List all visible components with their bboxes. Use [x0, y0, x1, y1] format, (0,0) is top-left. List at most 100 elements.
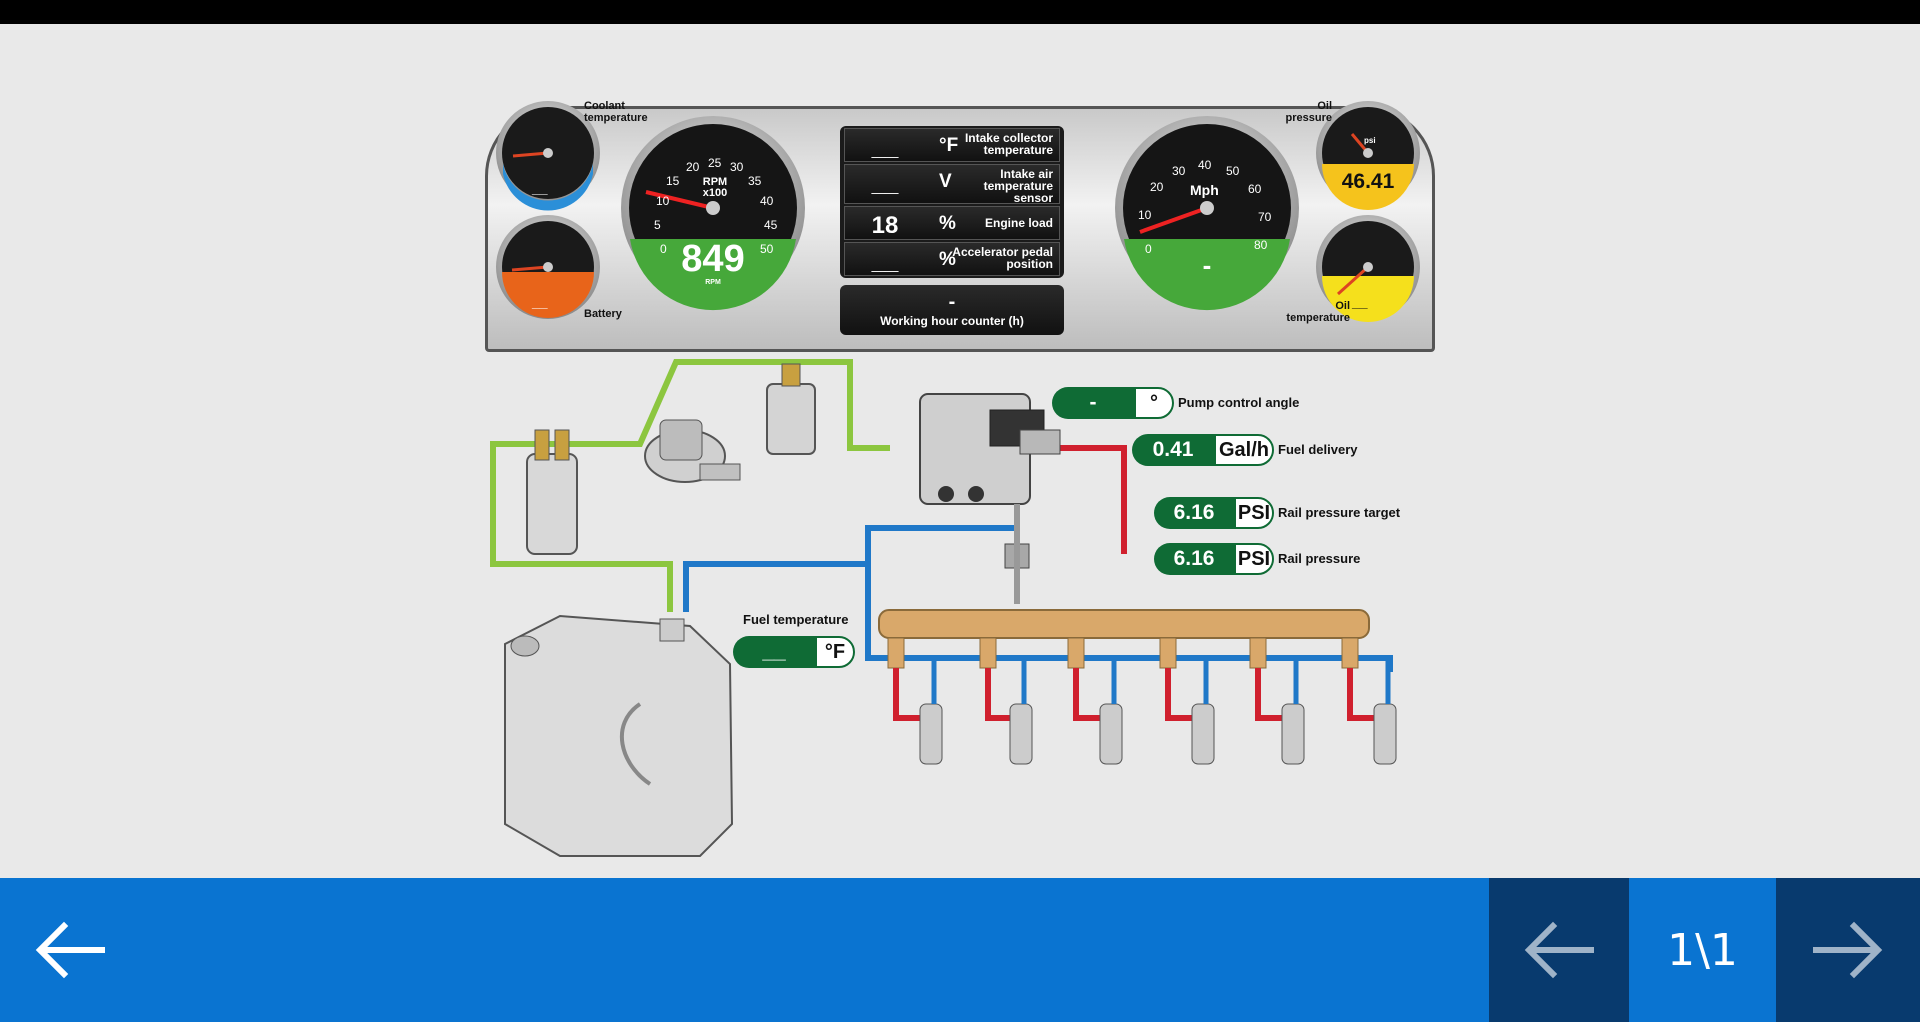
panel-unit: °F — [939, 135, 959, 156]
panel-row-accelerator-pedal: __ % Accelerator pedal position — [844, 242, 1060, 276]
speed-tick: 80 — [1254, 238, 1268, 252]
speed-gauge-label: Mph — [1190, 182, 1219, 198]
rpm-gauge-label: RPM x100 — [702, 176, 728, 199]
common-rail — [878, 609, 1370, 639]
high-pressure-line — [1060, 445, 1127, 554]
high-pressure-pump — [919, 393, 1061, 505]
oil-pressure-gauge — [1316, 101, 1420, 210]
injector — [979, 637, 1033, 765]
injector — [1067, 637, 1123, 765]
readout-value: 6.16 — [1154, 497, 1234, 529]
speed-tick: 10 — [1138, 208, 1152, 222]
speed-value: - — [1202, 250, 1212, 280]
oil-pressure-unit: psi — [1364, 136, 1376, 145]
rpm-unit: RPM — [705, 279, 721, 286]
injector — [1341, 637, 1397, 765]
oil-temperature-label: Oil temperature — [1286, 300, 1350, 324]
rpm-tick: 40 — [760, 194, 774, 208]
previous-page-button[interactable] — [1489, 878, 1629, 1022]
readout-unit: Gal/h — [1214, 434, 1274, 466]
working-hour-counter: - Working hour counter (h) — [840, 285, 1064, 335]
arrow-left-icon — [1524, 921, 1594, 979]
panel-value: __ — [871, 248, 899, 275]
rpm-tick: 35 — [748, 174, 762, 188]
low-pressure-line — [490, 441, 673, 612]
arrow-left-icon — [35, 921, 105, 979]
arrow-right-icon — [1813, 921, 1883, 979]
battery-gauge — [496, 215, 600, 319]
counter-label: Working hour counter (h) — [880, 314, 1024, 328]
panel-label: Intake air temperature sensor — [983, 167, 1053, 205]
readout-unit: PSI — [1234, 497, 1274, 529]
speed-tick: 20 — [1150, 180, 1164, 194]
coolant-label: Coolant temperature — [584, 100, 648, 124]
speed-gauge — [1115, 116, 1299, 311]
speed-tick: 50 — [1226, 164, 1240, 178]
coolant-gauge — [496, 101, 600, 211]
readout-label: Rail pressure — [1278, 551, 1361, 566]
injector — [1249, 637, 1305, 765]
panel-label: Engine load — [984, 216, 1053, 230]
readout-value: 6.16 — [1154, 543, 1234, 575]
fuel-system-diagram — [490, 359, 1397, 857]
return-branches — [931, 658, 1391, 704]
rpm-tick: 45 — [764, 218, 778, 232]
speed-tick: 60 — [1248, 182, 1262, 196]
rpm-tick: 15 — [666, 174, 680, 188]
rpm-tick: 50 — [760, 242, 774, 256]
oil-temperature-gauge — [1316, 215, 1420, 322]
readout-label: Fuel temperature — [743, 612, 849, 627]
rpm-tick: 20 — [686, 160, 700, 174]
gauges-layer — [496, 101, 1420, 322]
speed-tick: 30 — [1172, 164, 1186, 178]
return-line — [683, 525, 1020, 612]
panel-value: __ — [871, 134, 899, 161]
low-pressure-line — [544, 359, 890, 451]
panel-label: Intake collector temperature — [964, 131, 1053, 157]
panel-unit: V — [939, 171, 952, 192]
panel-value: 18 — [871, 212, 899, 239]
center-display-panel: __ °F Intake collector temperature __ V … — [840, 126, 1064, 278]
secondary-filter — [766, 363, 816, 455]
fuel-filter — [526, 429, 578, 555]
fuel-tank — [504, 614, 734, 857]
next-page-button[interactable] — [1776, 878, 1920, 1022]
readout-label: Pump control angle — [1178, 395, 1300, 410]
rpm-tick: 10 — [656, 194, 670, 208]
readout-value: - — [1052, 387, 1134, 419]
oil-pressure-value: 46.41 — [1341, 170, 1395, 193]
speed-tick: 0 — [1145, 242, 1152, 256]
readout-value: 0.41 — [1132, 434, 1214, 466]
readout-unit: PSI — [1234, 543, 1274, 575]
oil-temperature-value: __ — [1352, 294, 1368, 310]
rpm-tick: 0 — [660, 242, 667, 256]
readout-label: Fuel delivery — [1278, 442, 1358, 457]
rpm-tick: 25 — [708, 156, 722, 170]
counter-value: - — [948, 291, 956, 313]
battery-label: Battery — [584, 308, 622, 320]
panel-unit: % — [939, 213, 956, 234]
back-button[interactable] — [0, 878, 140, 1022]
readout-unit: ° — [1134, 387, 1174, 419]
injector-row — [887, 637, 1397, 765]
injector — [1159, 637, 1215, 765]
readout-label: Rail pressure target — [1278, 505, 1401, 520]
page-indicator: 1\1 — [1629, 878, 1776, 1022]
panel-row-intake-collector-temp: __ °F Intake collector temperature — [844, 128, 1060, 162]
coolant-value: __ — [532, 180, 548, 196]
panel-value: __ — [871, 170, 899, 197]
rpm-gauge — [621, 116, 805, 311]
speed-tick: 40 — [1198, 158, 1212, 172]
battery-value: __ — [532, 294, 548, 310]
oil-pressure-label: Oil pressure — [1285, 100, 1332, 124]
speed-tick: 70 — [1258, 210, 1272, 224]
panel-label: Accelerator pedal position — [952, 245, 1053, 271]
rpm-tick: 30 — [730, 160, 744, 174]
top-black-bar — [0, 0, 1920, 24]
rpm-value: 849 — [681, 238, 745, 280]
bottom-navigation-bar: 1\1 — [0, 878, 1920, 1022]
feed-pump — [644, 419, 741, 483]
panel-row-intake-air-sensor: __ V Intake air temperature sensor — [844, 164, 1060, 204]
rpm-tick: 5 — [654, 218, 661, 232]
panel-row-engine-load: 18 % Engine load — [844, 206, 1060, 240]
